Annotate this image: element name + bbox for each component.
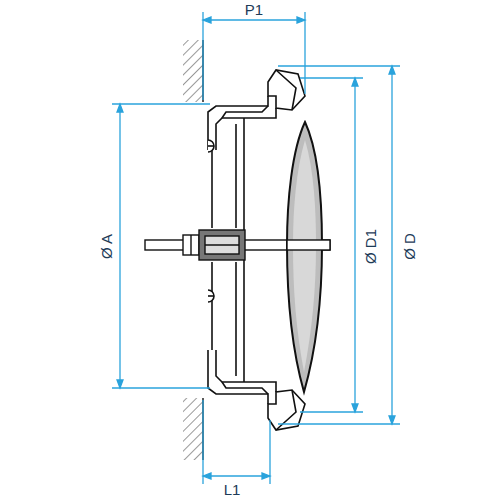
- dimension-label: Ø A: [98, 231, 115, 260]
- dimension-lines: [112, 12, 400, 484]
- dimension-label: L1: [222, 481, 243, 498]
- valve-disc: [287, 122, 330, 392]
- dimension-label: P1: [243, 1, 265, 18]
- dimension-label: Ø D1: [362, 226, 379, 265]
- dimension-label: Ø D: [400, 231, 417, 262]
